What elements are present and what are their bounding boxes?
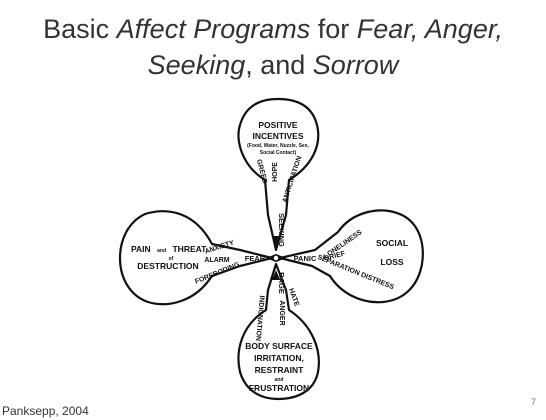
citation: Panksepp, 2004 (2, 404, 89, 418)
title-prefix: Basic (43, 14, 117, 44)
top-lobe-subtitle-2: Social Contact) (260, 150, 297, 156)
slide-title-line-2: Seeking, and Sorrow (0, 50, 546, 81)
core-panic: PANIC (294, 254, 317, 263)
word-anger: ANGER (278, 300, 285, 325)
title-for: for (310, 14, 357, 44)
right-lobe-outline (278, 209, 424, 304)
bottom-lobe-title-1: BODY SURFACE (245, 341, 313, 351)
word-of: of (169, 256, 174, 262)
core-rage: RAGE (277, 272, 286, 294)
bottom-lobe-title-2: IRRITATION, (254, 353, 304, 363)
right-lobe-title-1: SOCIAL (376, 238, 408, 248)
title-affect-programs: Affect Programs (116, 14, 311, 44)
title-sorrow: Sorrow (312, 50, 399, 80)
top-lobe-outline (237, 97, 320, 252)
word-pain: PAIN (131, 244, 151, 254)
word-and-left: and (157, 248, 166, 254)
arrow-up-icon (272, 236, 280, 246)
core-fear: FEAR (245, 254, 266, 263)
title-and: , and (245, 50, 313, 80)
word-indignation: INDIGNATION (254, 295, 265, 341)
bottom-lobe-outline (237, 262, 320, 401)
bottom-lobe-title-5: FRUSTRATION (249, 383, 309, 393)
word-threat: THREAT (172, 244, 207, 254)
bottom-lobe-title-3: RESTRAINT (255, 365, 304, 375)
left-lobe-title-2: DESTRUCTION (137, 261, 198, 271)
top-lobe-title-1: POSITIVE (258, 120, 298, 130)
arrow-down-icon (272, 270, 280, 280)
right-lobe-title-2: LOSS (380, 257, 403, 267)
bottom-lobe-title-4: and (275, 377, 284, 383)
center-node (272, 254, 280, 262)
slide-title-line-1: Basic Affect Programs for Fear, Anger, (0, 14, 546, 45)
top-lobe-title-2: INCENTIVES (252, 131, 303, 141)
title-fear-anger: Fear, Anger, (356, 14, 503, 44)
word-hope: HOPE (272, 162, 279, 182)
core-seeking: SEEKING (277, 213, 286, 247)
top-lobe-subtitle-1: (Food, Water, Nuzzle, Sex, (247, 143, 309, 149)
word-alarm: ALARM (204, 257, 229, 264)
left-lobe-outline (118, 210, 274, 306)
page-number: 7 (530, 397, 536, 407)
title-seeking: Seeking (147, 50, 246, 80)
left-lobe-title-1: PAIN and THREAT (131, 239, 207, 256)
